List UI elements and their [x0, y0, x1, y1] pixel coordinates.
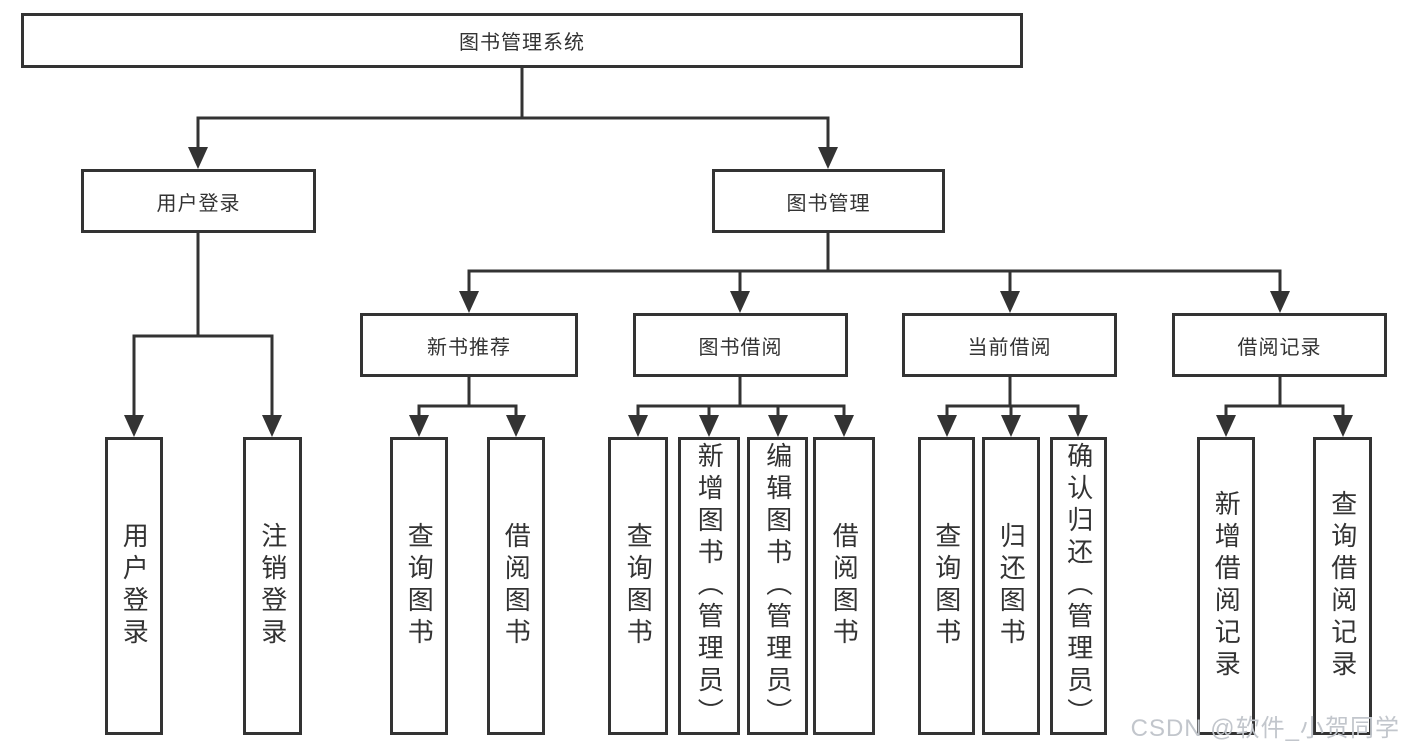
- node-borrow-records: 借阅记录: [1172, 313, 1387, 377]
- leaf-label: 借阅图书: [501, 522, 532, 650]
- leaf-query-books-recommend: 查询图书: [390, 437, 448, 735]
- leaf-add-book-admin: 新增图书（管理员）: [678, 437, 740, 735]
- node-label: 当前借阅: [967, 336, 1052, 359]
- node-new-book-recommend: 新书推荐: [360, 313, 578, 377]
- leaf-return-book: 归还图书: [982, 437, 1040, 735]
- leaf-label: 查询图书: [931, 522, 962, 650]
- node-library-management-system: 图书管理系统: [21, 13, 1023, 68]
- node-user-login: 用户登录: [81, 169, 316, 233]
- leaf-label: 查询借阅记录: [1327, 490, 1358, 682]
- node-book-borrow: 图书借阅: [633, 313, 848, 377]
- leaf-label: 查询图书: [623, 522, 654, 650]
- leaf-user-login: 用户登录: [105, 437, 163, 735]
- node-label: 借阅记录: [1237, 336, 1322, 359]
- node-label: 图书管理系统: [459, 32, 585, 54]
- leaf-query-books-borrow: 查询图书: [608, 437, 668, 735]
- leaf-add-borrow-record: 新增借阅记录: [1197, 437, 1255, 735]
- node-label: 新书推荐: [427, 336, 511, 359]
- leaf-logout: 注销登录: [243, 437, 302, 735]
- node-book-management: 图书管理: [712, 169, 945, 233]
- node-label: 图书借阅: [698, 336, 783, 359]
- leaf-label: 编辑图书（管理员）: [762, 442, 793, 730]
- leaf-label: 查询图书: [404, 522, 435, 650]
- leaf-label: 新增借阅记录: [1211, 490, 1242, 682]
- node-label: 用户登录: [156, 192, 241, 215]
- leaf-query-borrow-record: 查询借阅记录: [1313, 437, 1372, 735]
- arrowhead-icons: [124, 147, 1353, 437]
- leaf-edit-book-admin: 编辑图书（管理员）: [747, 437, 808, 735]
- leaf-label: 借阅图书: [829, 522, 860, 650]
- watermark: CSDN @软件_小贺同学: [1130, 715, 1400, 742]
- leaf-query-books-current: 查询图书: [918, 437, 975, 735]
- leaf-borrow-books: 借阅图书: [813, 437, 875, 735]
- leaf-label: 确认归还（管理员）: [1063, 442, 1094, 730]
- leaf-confirm-return-admin: 确认归还（管理员）: [1050, 437, 1107, 735]
- node-label: 图书管理: [786, 192, 871, 215]
- leaf-label: 用户登录: [119, 522, 150, 650]
- leaf-borrow-books-recommend: 借阅图书: [487, 437, 545, 735]
- leaf-label: 新增图书（管理员）: [694, 442, 725, 730]
- node-current-borrow: 当前借阅: [902, 313, 1117, 377]
- leaf-label: 归还图书: [996, 522, 1027, 650]
- leaf-label: 注销登录: [257, 522, 288, 650]
